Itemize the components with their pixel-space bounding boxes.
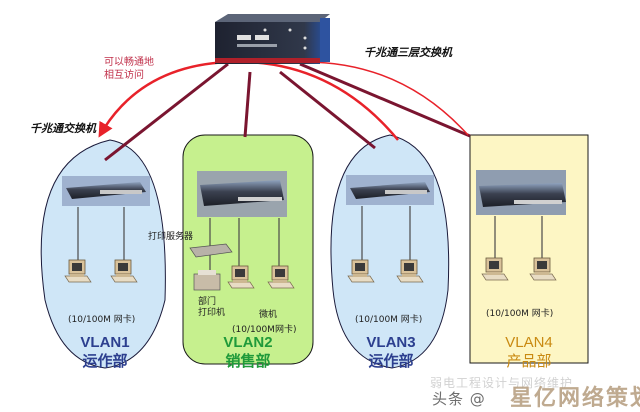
inter-vlan-arc-left xyxy=(98,60,229,138)
pc-label: 微机 xyxy=(259,310,278,320)
printer-label-line-2: 打印机 xyxy=(198,308,226,318)
switch-vlan1-icon xyxy=(62,176,150,206)
vlan3-name: VLAN3 xyxy=(366,334,416,351)
switch-vlan3-icon xyxy=(346,175,434,205)
watermark-handle: 头条 @ xyxy=(432,390,486,408)
vlan2-caption: VLAN2 销售部 xyxy=(205,334,291,370)
uplink-vlan2 xyxy=(243,71,252,138)
watermark-brand: 星亿网络策划 xyxy=(510,386,640,411)
vlan4-region xyxy=(469,134,589,364)
vlan2-nic-label: (10/100M网卡) xyxy=(232,325,297,335)
inter-vlan-note: 可以畅通地 相互访问 xyxy=(104,56,154,82)
printer-icon xyxy=(193,270,221,291)
uplink-vlan1 xyxy=(104,62,229,162)
core-switch-label: 千兆通三层交换机 xyxy=(364,46,452,59)
uplink-vlan3 xyxy=(279,70,376,150)
access-switch-label: 千兆通交换机 xyxy=(30,122,96,135)
print-server-label: 打印服务器 xyxy=(148,232,194,242)
vlan1-caption: VLAN1 运作部 xyxy=(62,334,148,370)
vlan4-name: VLAN4 xyxy=(505,334,553,351)
inter-vlan-arc-far xyxy=(299,61,469,136)
vlan3-department: 运作部 xyxy=(368,352,414,370)
vlan2-name: VLAN2 xyxy=(223,334,273,351)
switch-vlan2-icon xyxy=(197,171,287,217)
core-switch-icon xyxy=(215,14,330,64)
vlan1-name: VLAN1 xyxy=(80,334,130,351)
printer-label-line-1: 部门 xyxy=(198,297,217,307)
vlan1-department: 运作部 xyxy=(82,352,128,370)
vlan3-nic-label: (10/100M 网卡) xyxy=(355,315,423,325)
vlan4-department: 产品部 xyxy=(506,352,552,370)
print-server-icon xyxy=(189,243,233,258)
inter-vlan-arc-right xyxy=(227,60,399,141)
watermark-faded-text: 弱电工程设计与网络维护 xyxy=(430,376,574,390)
note-line-2: 相互访问 xyxy=(104,70,144,81)
switch-vlan4-icon xyxy=(476,170,566,215)
vlan1-nic-label: (10/100M 网卡) xyxy=(68,315,136,325)
vlan4-caption: VLAN4 产品部 xyxy=(486,334,572,370)
vlan2-department: 销售部 xyxy=(225,352,271,370)
uplink-vlan4 xyxy=(299,62,471,138)
vlan3-caption: VLAN3 运作部 xyxy=(348,334,434,370)
vlan4-nic-label: (10/100M 网卡) xyxy=(486,309,554,319)
printer-label: 部门 打印机 xyxy=(198,297,225,319)
note-line-1: 可以畅通地 xyxy=(104,57,154,68)
